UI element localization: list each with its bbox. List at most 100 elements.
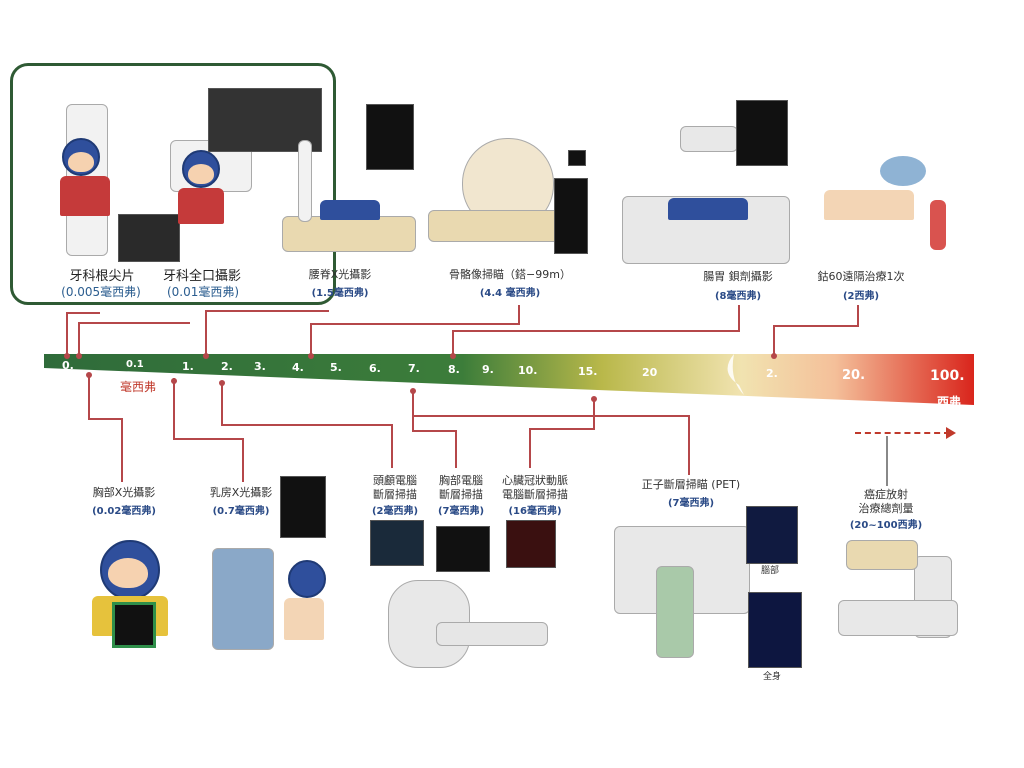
pet-body-label: 全身	[762, 672, 781, 682]
cobalt-60-column	[930, 200, 946, 250]
patient-figure	[288, 560, 326, 598]
patient-body	[824, 190, 914, 220]
scale-tick: 0.	[62, 359, 74, 372]
item-name-dental-panoramic: 牙科全口攝影	[162, 269, 241, 284]
scale-marker	[171, 378, 177, 384]
connector-line	[857, 305, 859, 327]
connector-line	[173, 378, 175, 440]
cobalt-60-lamp	[880, 156, 926, 186]
scale-marker	[219, 380, 225, 386]
mammography-machine	[212, 548, 274, 650]
scale-marker	[76, 353, 82, 359]
connector-line	[688, 415, 690, 475]
item-name-dental-periapical: 牙科根尖片	[69, 269, 135, 284]
scale-tick: 6.	[369, 362, 381, 375]
item-dose-dental-panoramic: (0.01毫西弗)	[166, 285, 240, 299]
scale-marker	[64, 353, 70, 359]
item-dose-lumbar: (1.5毫西弗)	[311, 288, 369, 299]
connector-line	[412, 415, 690, 417]
connector-line	[88, 418, 122, 420]
connector-line	[452, 330, 740, 332]
connector-line	[452, 330, 454, 356]
connector-line	[593, 398, 595, 430]
patient-body	[668, 198, 748, 220]
head-ct-images	[370, 520, 424, 566]
connector-line	[205, 310, 207, 356]
scale-marker	[591, 396, 597, 402]
unit-label-sv: 西弗	[937, 395, 962, 409]
pet-bed	[656, 566, 694, 658]
connector-line	[738, 305, 740, 332]
item-dose-chest-xray: (0.02毫西弗)	[92, 506, 156, 517]
patient-face	[108, 558, 148, 588]
bone-scan-bed	[428, 210, 570, 242]
item-name-lumbar: 腰脊X光攝影	[308, 268, 372, 281]
connector-line	[66, 312, 100, 314]
patient-body	[178, 188, 224, 224]
dental-periapical-image	[118, 214, 180, 262]
pet-brain-image	[746, 506, 798, 564]
scale-tick: 20	[642, 366, 658, 379]
connector-line	[221, 424, 393, 426]
connector-line	[886, 436, 888, 486]
item-name-cardiac-ct: 心臟冠狀動脈 電腦斷層掃描	[502, 474, 568, 501]
connector-line	[242, 438, 244, 482]
connector-line	[391, 424, 393, 468]
dental-highlight-frame	[10, 63, 336, 305]
lumbar-xray-table	[282, 216, 416, 252]
ct-bed	[436, 622, 548, 646]
item-dose-dental-periapical: (0.005毫西弗)	[61, 285, 141, 299]
unit-label-msv: 毫西弗	[120, 380, 157, 394]
range-arrow-head	[946, 427, 956, 439]
item-dose-pet: (7毫西弗)	[667, 498, 715, 509]
scale-marker	[410, 388, 416, 394]
connector-line	[221, 382, 223, 426]
scale-marker	[771, 353, 777, 359]
scale-tick: 5.	[330, 361, 342, 374]
scale-tick: 3.	[254, 360, 266, 373]
connector-line	[310, 323, 520, 325]
connector-line	[412, 430, 456, 432]
connector-line	[78, 322, 190, 324]
connector-line	[773, 325, 859, 327]
connector-line	[88, 375, 90, 420]
item-dose-mammography: (0.7毫西弗)	[212, 506, 270, 517]
item-name-head-ct: 頭顱電腦 斷層掃描	[373, 474, 417, 501]
item-name-cobalt-60: 鈷60遠隔治療1次	[817, 270, 905, 283]
pet-body-image	[748, 592, 802, 668]
connector-line	[455, 430, 457, 468]
scale-tick: 1.	[182, 360, 194, 373]
lumbar-xray-arm	[298, 140, 312, 222]
patient-body	[60, 176, 110, 216]
chest-ct-image	[436, 526, 490, 572]
item-name-mammography: 乳房X光攝影	[209, 486, 273, 499]
scale-tick: 10.	[518, 364, 538, 377]
scale-tick: 9.	[482, 363, 494, 376]
connector-line	[518, 305, 520, 325]
scale-tick: 20.	[842, 368, 866, 383]
pet-brain-label: 腦部	[760, 566, 779, 576]
item-dose-cancer-radiotherapy: (20~100西弗)	[849, 520, 923, 531]
range-arrow	[855, 432, 950, 434]
radiotherapy-head	[846, 540, 918, 570]
bone-scan-small-image	[568, 150, 586, 166]
scale-marker	[450, 353, 456, 359]
bone-scan-image	[554, 178, 588, 254]
connector-line	[78, 322, 80, 356]
item-name-cancer-radiotherapy: 癌症放射 治療總劑量	[858, 488, 914, 515]
patient-face	[188, 164, 214, 184]
scale-tick: 2.	[221, 360, 233, 373]
scale-tick: 15.	[578, 365, 598, 378]
item-name-chest-xray: 胸部X光攝影	[92, 486, 156, 499]
item-dose-bone-scan: (4.4 毫西弗)	[479, 288, 541, 299]
connector-line	[121, 418, 123, 482]
patient-face	[68, 152, 94, 172]
connector-line	[205, 310, 329, 312]
item-name-chest-ct: 胸部電腦 斷層掃描	[439, 474, 483, 501]
patient-body	[284, 598, 324, 640]
connector-line	[66, 312, 68, 356]
scale-marker	[203, 353, 209, 359]
item-name-bone-scan: 骨骼像掃瞄（鎝−99m）	[449, 268, 571, 281]
item-dose-head-ct: (2毫西弗)	[371, 506, 419, 517]
item-name-pet: 正子斷層掃瞄 (PET)	[641, 478, 741, 491]
